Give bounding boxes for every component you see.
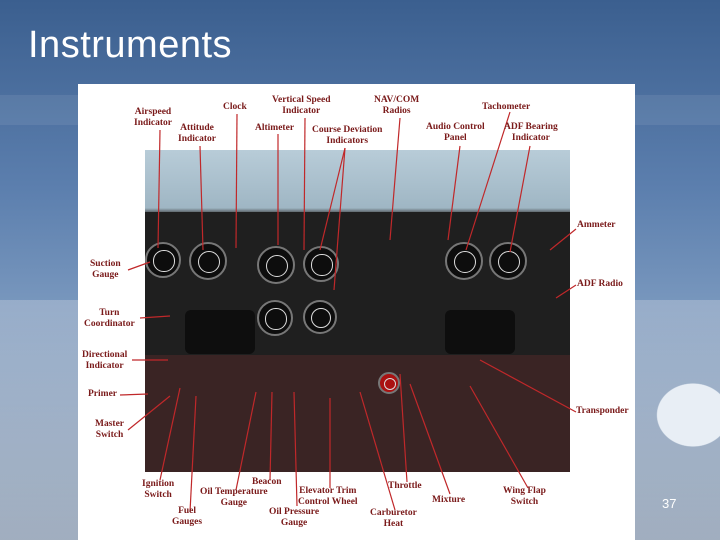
right-yoke xyxy=(445,310,515,354)
tachometer-gauge xyxy=(445,242,483,280)
label-adf-radio: ADF Radio xyxy=(577,279,623,289)
label-throttle: Throttle xyxy=(388,481,422,491)
page-number: 37 xyxy=(662,496,677,511)
label-attitude-indicator: Attitude Indicator xyxy=(178,123,216,144)
label-turn-coordinator: Turn Coordinator xyxy=(84,308,135,329)
left-yoke xyxy=(185,310,255,354)
label-course-deviation-indicators: Course Deviation Indicators xyxy=(312,125,383,146)
vsi-gauge xyxy=(303,246,339,282)
label-carburetor-heat: Carburetor Heat xyxy=(370,508,417,529)
label-suction-gauge: Suction Gauge xyxy=(90,259,121,280)
label-master-switch: Master Switch xyxy=(95,419,125,440)
label-wing-flap-switch: Wing Flap Switch xyxy=(503,486,546,507)
label-beacon: Beacon xyxy=(252,477,282,487)
label-ammeter: Ammeter xyxy=(577,220,616,230)
attitude-gauge xyxy=(189,242,227,280)
label-ignition-switch: Ignition Switch xyxy=(142,479,175,500)
label-vertical-speed-indicator: Vertical Speed Indicator xyxy=(272,95,331,116)
label-audio-control-panel: Audio Control Panel xyxy=(426,122,485,143)
altimeter-gauge xyxy=(257,246,295,284)
label-oil-pressure-gauge: Oil Pressure Gauge xyxy=(269,507,320,528)
heading-gauge xyxy=(257,300,293,336)
cdi-gauge xyxy=(303,300,337,334)
adf-bearing-gauge xyxy=(489,242,527,280)
label-tachometer: Tachometer xyxy=(482,102,531,112)
label-adf-bearing-indicator: ADF Bearing Indicator xyxy=(504,122,558,143)
airspeed-gauge xyxy=(145,242,181,278)
slide-title: Instruments xyxy=(28,24,233,66)
cockpit-photo xyxy=(145,150,570,472)
label-airspeed-indicator: Airspeed Indicator xyxy=(134,107,172,128)
label-elevator-trim: Elevator Trim Control Wheel xyxy=(298,486,358,507)
label-primer: Primer xyxy=(88,389,118,399)
label-transponder: Transponder xyxy=(576,406,629,416)
label-oil-temperature-gauge: Oil Temperature Gauge xyxy=(200,487,268,508)
label-fuel-gauges: Fuel Gauges xyxy=(172,506,203,527)
mixture-knob xyxy=(378,372,400,394)
label-nav-com-radios: NAV/COM Radios xyxy=(374,95,420,116)
label-mixture: Mixture xyxy=(432,495,466,505)
label-altimeter: Altimeter xyxy=(255,123,295,133)
label-directional-indicator: Directional Indicator xyxy=(82,350,128,371)
label-clock: Clock xyxy=(223,102,247,112)
